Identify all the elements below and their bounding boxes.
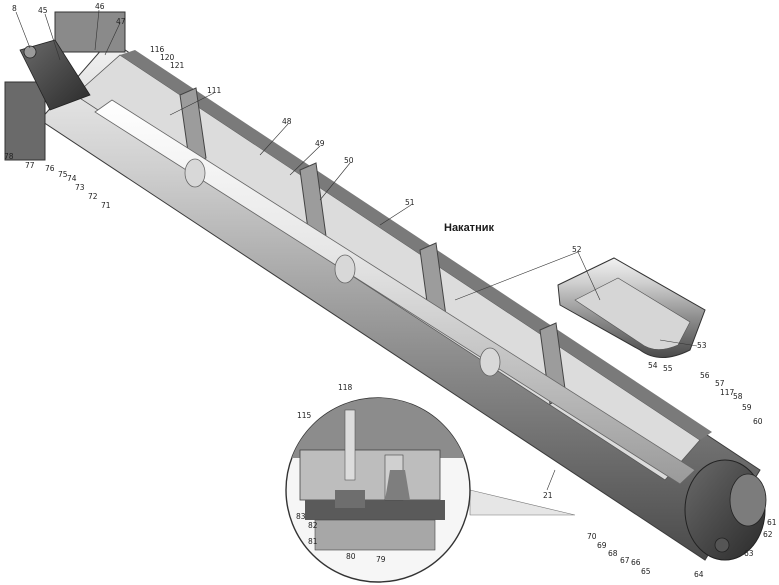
part-label: 55 — [663, 364, 673, 373]
part-label: 52 — [572, 245, 582, 254]
part-label: 57 — [715, 379, 725, 388]
part-label: 48 — [282, 117, 292, 126]
part-label: 60 — [753, 417, 763, 426]
part-label: 63 — [744, 549, 754, 558]
part-label: 51 — [405, 198, 415, 207]
front-end-cap — [684, 459, 767, 561]
part-label: 80 — [346, 552, 356, 561]
detail-zoom — [285, 397, 576, 583]
part-label: 116 — [150, 45, 165, 54]
part-label: 70 — [587, 532, 597, 541]
part-label: 121 — [170, 61, 185, 70]
part-label: 58 — [733, 392, 743, 401]
part-label: 75 — [58, 170, 68, 179]
part-label: 78 — [4, 152, 14, 161]
leader-lines — [15, 9, 698, 491]
part-label: 8 — [12, 4, 17, 13]
part-label: 83 — [296, 512, 306, 521]
part-label: 76 — [45, 164, 55, 173]
part-label: 21 — [543, 491, 553, 500]
detached-shell — [557, 257, 706, 358]
part-label: 67 — [620, 556, 630, 565]
part-label: 61 — [767, 518, 777, 527]
part-label: 54 — [648, 361, 658, 370]
part-label: 74 — [67, 174, 77, 183]
part-label: 59 — [742, 403, 752, 412]
part-label: 69 — [597, 541, 607, 550]
part-label: 66 — [631, 558, 641, 567]
part-label: 65 — [641, 567, 651, 576]
part-label: 73 — [75, 183, 85, 192]
part-label: 56 — [700, 371, 710, 380]
part-label: 115 — [297, 411, 312, 420]
part-label: 62 — [763, 530, 773, 539]
part-label: 111 — [207, 86, 222, 95]
part-label: 53 — [697, 341, 707, 350]
part-label: 47 — [116, 17, 126, 26]
part-label: 82 — [308, 521, 318, 530]
part-label: 68 — [608, 549, 618, 558]
part-label: 77 — [25, 161, 35, 170]
rear-end-block — [4, 11, 126, 161]
part-label: 79 — [376, 555, 386, 564]
part-label: 50 — [344, 156, 354, 165]
diagram-title: Накатник — [444, 222, 494, 234]
part-label: 49 — [315, 139, 325, 148]
part-label: 117 — [720, 388, 735, 397]
part-label: 45 — [38, 6, 48, 15]
part-label: 120 — [160, 53, 175, 62]
part-label: 71 — [101, 201, 111, 210]
piston-rod — [94, 99, 696, 485]
part-labels: 8 45 46 47 116 120 121 111 48 49 50 51 5… — [4, 2, 777, 579]
part-label: 81 — [308, 537, 318, 546]
part-label: 64 — [694, 570, 704, 579]
part-label: 118 — [338, 383, 353, 392]
part-label: 72 — [88, 192, 98, 201]
part-label: 46 — [95, 2, 105, 11]
